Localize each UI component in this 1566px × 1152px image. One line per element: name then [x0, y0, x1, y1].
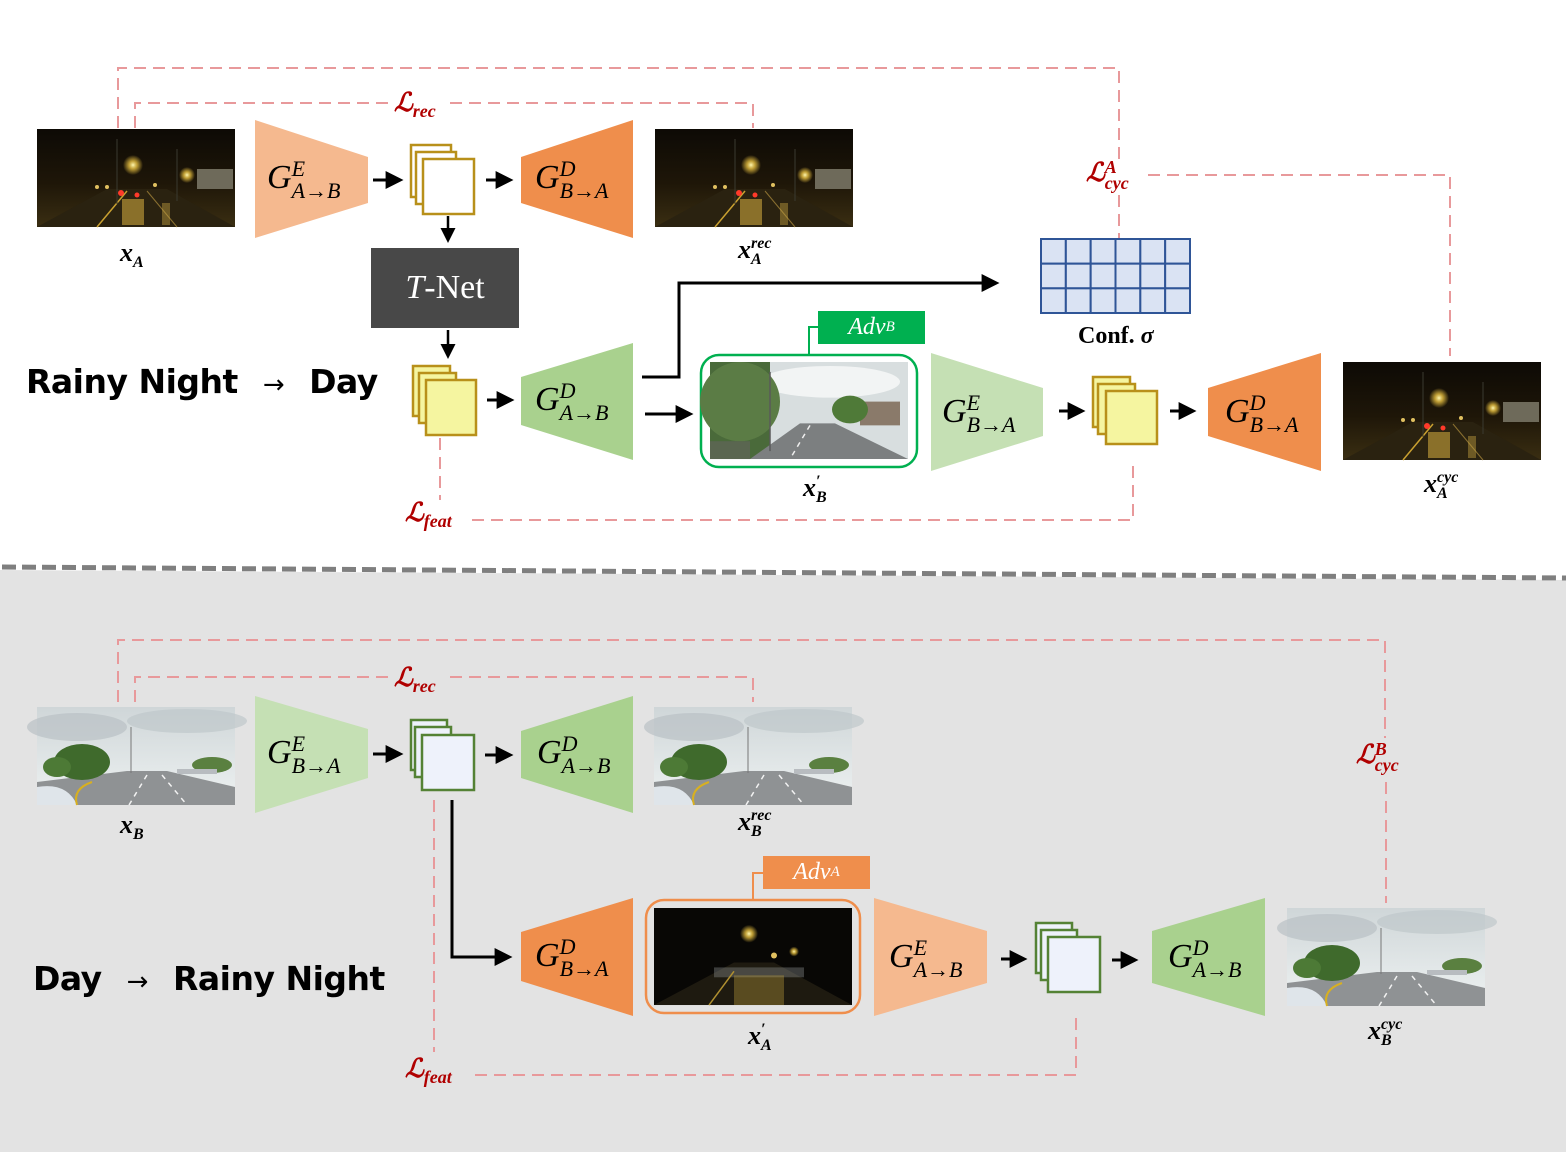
panel-separator: [1, 564, 1566, 581]
title-from: Rainy Night: [26, 362, 238, 401]
rec-loss-line-left: [134, 102, 392, 128]
confidence-cell: [1114, 262, 1142, 290]
feature-stack-top-translated: [411, 364, 478, 437]
cyc-loss-line-to-cycle-image: [1148, 174, 1451, 356]
translated-image-xA-prime: [653, 907, 853, 1006]
encoder-GE-A-to-B: [255, 120, 368, 238]
translated-image-xB-prime: [699, 361, 909, 460]
adv-connector: [808, 326, 818, 355]
input-image-label: xA: [120, 238, 144, 272]
arrow-to-confidence: [642, 274, 1000, 379]
input-image-xB: [26, 706, 248, 806]
confidence-cell: [1089, 262, 1117, 290]
confidence-cell: [1040, 287, 1067, 315]
title-to: Day: [309, 362, 378, 401]
feat-loss-label: ℒfeat: [405, 498, 452, 532]
bottom-panel-title: Day → Rainy Night: [33, 959, 385, 998]
confidence-cell: [1164, 287, 1191, 315]
confidence-cell: [1164, 262, 1191, 290]
loss-connectors: [117, 639, 1387, 1076]
decoder-GD-B-to-A-cycle: [1208, 353, 1321, 471]
cycle-image-xB: [1276, 907, 1498, 1007]
confidence-cell: [1089, 238, 1117, 265]
translated-image-label: x′A: [748, 1020, 772, 1054]
confidence-cell: [1040, 238, 1067, 265]
translated-image-label: x′B: [803, 472, 827, 506]
feat-loss-line-right: [475, 1012, 1077, 1076]
feat-loss-line-right: [472, 462, 1134, 521]
title-to: Rainy Night: [172, 959, 385, 998]
rec-image-xA: [654, 128, 854, 228]
encoder-GE-B-to-A-cycle: [931, 353, 1043, 471]
rec-image-xB: [643, 706, 865, 806]
bottom-panel: [26, 639, 1498, 1076]
rec-loss-label: ℒrec: [394, 663, 436, 697]
confidence-map-grid: [1040, 238, 1191, 315]
confidence-cell: [1064, 262, 1092, 290]
cyc-loss-line-outer: [117, 67, 1120, 160]
top-panel-title: Rainy Night → Day: [26, 362, 378, 401]
confidence-cell: [1114, 287, 1142, 315]
rec-loss-label: ℒrec: [394, 88, 436, 122]
encoder-GE-A-to-B-cycle: [874, 898, 987, 1016]
confidence-cell: [1064, 287, 1092, 315]
encoder-GE-B-to-A: [255, 696, 368, 813]
t-net-block: T-Net: [371, 248, 519, 328]
confidence-cell: [1139, 262, 1167, 290]
feature-stack-bottom-cycle: [1034, 921, 1102, 994]
decoder-GD-B-to-A-rec: [521, 120, 633, 238]
rec-loss-line-right: [450, 676, 754, 702]
confidence-cell: [1089, 287, 1117, 315]
confidence-cell: [1139, 287, 1167, 315]
cycle-image-xA: [1342, 361, 1542, 461]
rec-loss-line-right: [450, 102, 754, 128]
confidence-cell: [1064, 238, 1092, 265]
confidence-cell: [1114, 238, 1142, 265]
title-from: Day: [33, 959, 102, 998]
input-image-xA: [36, 128, 236, 228]
top-panel: [36, 67, 1542, 521]
cyc-loss-line-outer: [117, 639, 1386, 738]
title-arrow: →: [126, 967, 149, 997]
feature-stack-bottom-rec: [409, 718, 476, 792]
arrow-to-translate-decoder: [450, 800, 513, 966]
decoder-GD-A-to-B-cycle: [1152, 898, 1265, 1016]
confidence-cell: [1040, 262, 1067, 290]
decoder-GD-A-to-B-translate: [521, 343, 633, 460]
title-arrow: →: [262, 370, 285, 400]
confidence-cell: [1164, 238, 1191, 265]
adv-connector: [752, 872, 763, 900]
rec-loss-line-left: [134, 676, 392, 702]
input-image-label: xB: [120, 810, 144, 844]
decoder-GD-A-to-B-rec: [521, 696, 633, 813]
loss-connectors: [117, 67, 1451, 521]
confidence-cell: [1139, 238, 1167, 265]
feature-stack-top-cycle: [1091, 375, 1159, 446]
feat-loss-label: ℒfeat: [405, 1054, 452, 1088]
confidence-label: Conf. σ: [1078, 323, 1154, 349]
decoder-GD-B-to-A-translate: [521, 898, 633, 1016]
feature-stack-top-rec: [409, 143, 476, 216]
